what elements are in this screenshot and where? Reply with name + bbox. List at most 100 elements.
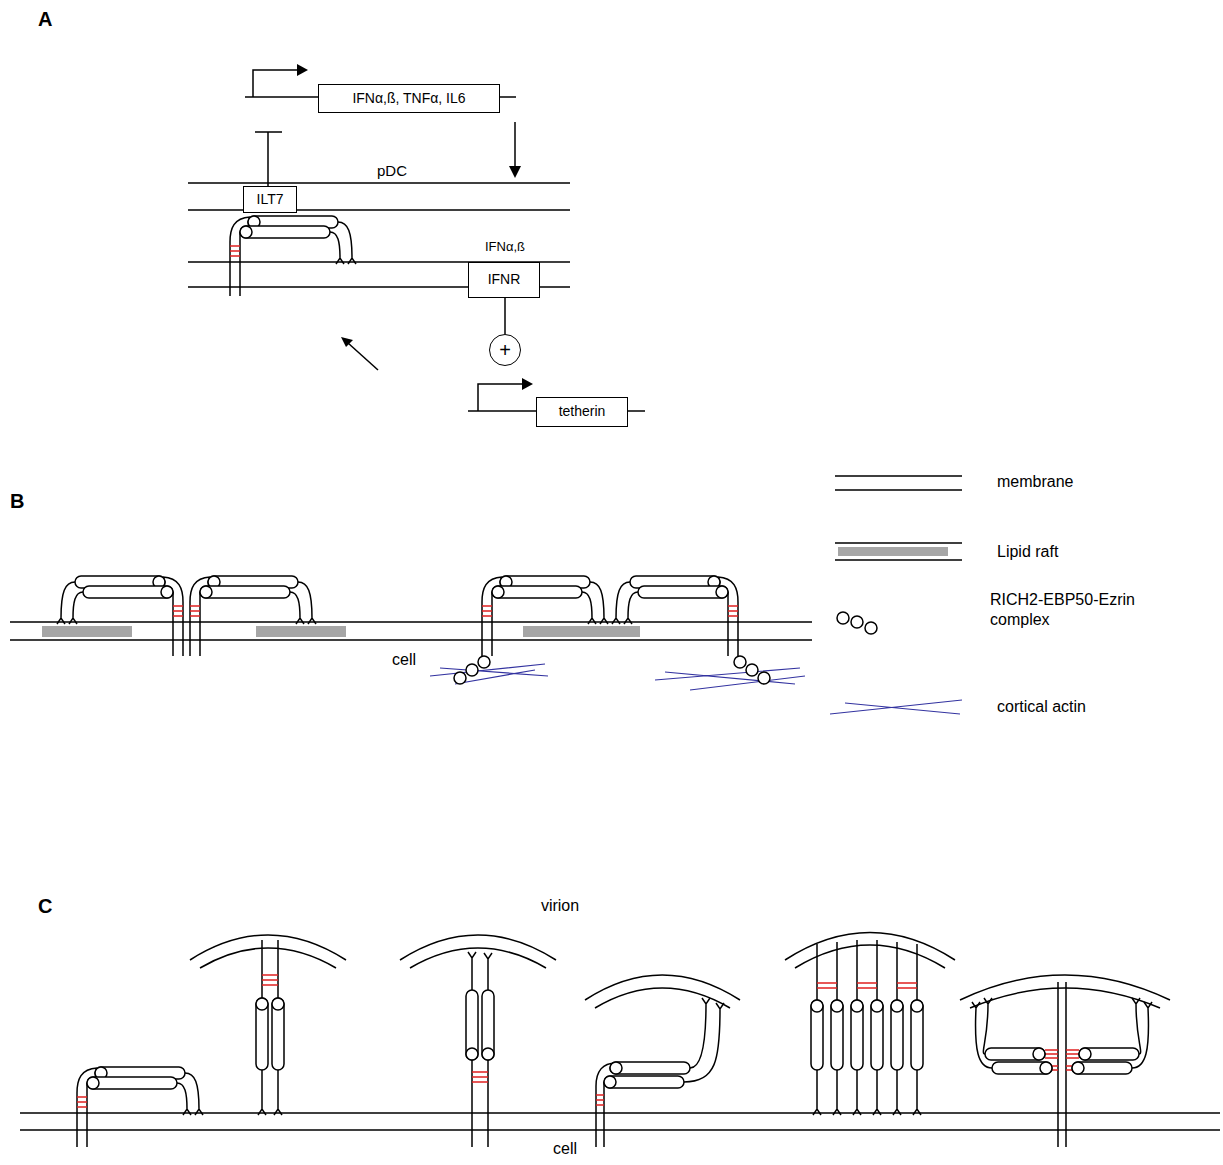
tetherin-dimer bbox=[77, 1067, 203, 1147]
legend-raft-sample bbox=[835, 543, 962, 560]
arrow-head bbox=[297, 64, 308, 76]
coiled-coil bbox=[256, 998, 268, 1070]
coiled-coil bbox=[811, 1000, 823, 1070]
coil-end bbox=[482, 1048, 494, 1060]
coiled-coil bbox=[871, 1000, 883, 1070]
panel-letter: C bbox=[38, 895, 52, 918]
coiled-coil bbox=[272, 998, 284, 1070]
coiled-coil bbox=[610, 1062, 690, 1074]
coiled-coil bbox=[851, 1000, 863, 1070]
lipid-raft bbox=[523, 626, 640, 637]
virion-label: virion bbox=[541, 897, 579, 915]
virion-membrane bbox=[400, 935, 556, 968]
rich2-complex bbox=[746, 664, 758, 676]
tetherin-dimer bbox=[482, 576, 608, 656]
coiled-coil bbox=[831, 1000, 843, 1012]
coiled-coil bbox=[911, 1000, 923, 1070]
node-text: IFNR bbox=[488, 272, 521, 287]
node-text: ILT7 bbox=[257, 192, 284, 207]
coiled-coil bbox=[891, 1000, 903, 1070]
rich2-complex bbox=[758, 672, 770, 684]
cell-label: cell bbox=[392, 651, 416, 669]
coiled-coil bbox=[482, 990, 494, 1060]
tetherin-dimer bbox=[57, 576, 183, 656]
panel-letter: A bbox=[38, 8, 52, 31]
tm-chain bbox=[472, 1060, 488, 1147]
coil-end bbox=[604, 1076, 616, 1088]
lipid-raft bbox=[42, 626, 132, 637]
inhibition-bar bbox=[255, 132, 282, 186]
legend-text: membrane bbox=[997, 472, 1197, 492]
cortical-actin bbox=[430, 664, 548, 684]
coiled-coil bbox=[1040, 1062, 1052, 1074]
legend-text: cortical actin bbox=[997, 697, 1197, 717]
promoter-arrow bbox=[253, 70, 297, 97]
ligand-label: IFNα,ß bbox=[485, 240, 525, 255]
disulfide-bond bbox=[817, 983, 917, 988]
node-text: IFNα,ß, TNFα, IL6 bbox=[352, 91, 465, 106]
virion-membrane bbox=[190, 935, 346, 968]
coiled-coil bbox=[811, 1000, 823, 1012]
lipid-raft bbox=[256, 626, 346, 637]
rich2-complex bbox=[478, 656, 490, 668]
rich2-complex bbox=[466, 664, 478, 676]
gpi-anchor bbox=[1132, 998, 1141, 1054]
coiled-coil bbox=[1079, 1048, 1091, 1060]
coiled-coil bbox=[985, 1048, 1045, 1060]
coiled-coil bbox=[911, 1000, 923, 1012]
legend-text: Lipid raft bbox=[997, 542, 1197, 562]
panel-c bbox=[20, 933, 1220, 1148]
node-text: + bbox=[499, 339, 511, 361]
legend-swatch bbox=[838, 547, 948, 556]
feedback-arrow bbox=[348, 343, 378, 370]
legend-complex-sample bbox=[837, 612, 877, 634]
tm-chain bbox=[817, 940, 917, 1000]
rich2-complex bbox=[454, 672, 466, 684]
tm-chain bbox=[262, 940, 278, 998]
membrane bbox=[20, 1113, 1220, 1130]
arrow-head bbox=[522, 378, 533, 390]
tetherin-dimer bbox=[230, 216, 356, 296]
disulfide-bond bbox=[472, 1072, 488, 1082]
gene-box: tetherin bbox=[536, 397, 628, 427]
connector bbox=[504, 298, 506, 334]
legend-complex-sample bbox=[837, 612, 849, 624]
gpi-anchor bbox=[983, 998, 992, 1054]
membrane bbox=[10, 622, 812, 640]
gpi-anchor bbox=[468, 952, 492, 990]
arrow-head bbox=[509, 166, 521, 178]
receptor-box: IFNR bbox=[468, 262, 540, 298]
gpi-anchor bbox=[690, 998, 710, 1068]
coiled-coil bbox=[891, 1000, 903, 1012]
disulfide-bond bbox=[262, 975, 278, 985]
gpi-anchor bbox=[258, 1070, 282, 1115]
tm-chain bbox=[1058, 982, 1066, 1147]
cell-name: pDC bbox=[377, 162, 407, 179]
panel-a bbox=[188, 64, 645, 411]
coil-end bbox=[610, 1062, 622, 1074]
coiled-coil bbox=[1072, 1062, 1084, 1074]
coiled-coil bbox=[985, 1048, 1139, 1074]
coiled-coil bbox=[466, 990, 478, 1060]
arrow-head bbox=[341, 337, 353, 347]
virion-membrane bbox=[960, 975, 1170, 1008]
legend-actin-sample bbox=[830, 700, 962, 714]
virion-membrane bbox=[785, 933, 955, 969]
coiled-coil bbox=[1072, 1062, 1132, 1074]
legend-complex-sample bbox=[851, 616, 863, 628]
coiled-coil bbox=[811, 1000, 923, 1070]
coiled-coil bbox=[1033, 1048, 1045, 1060]
panel-b bbox=[10, 476, 962, 714]
coil-end bbox=[256, 998, 268, 1010]
rich2-complex bbox=[734, 656, 746, 668]
promoter-arrow bbox=[478, 384, 522, 411]
coiled-coil bbox=[992, 1062, 1052, 1074]
tetherin-dimer bbox=[190, 576, 316, 656]
disulfide-bond bbox=[596, 1095, 604, 1105]
legend-text: RICH2-EBP50-Ezrin complex bbox=[990, 590, 1162, 630]
rich2-complex bbox=[454, 656, 770, 684]
coiled-coil bbox=[604, 1076, 684, 1088]
coil-end bbox=[466, 1048, 478, 1060]
